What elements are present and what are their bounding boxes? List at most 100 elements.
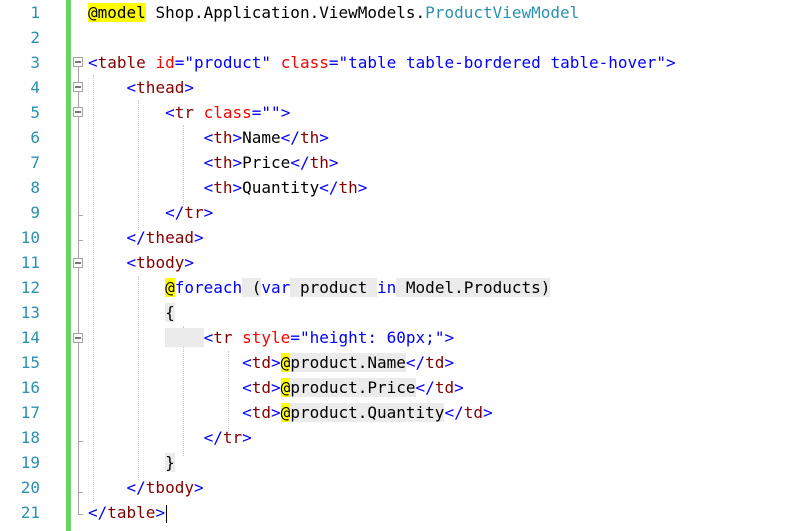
text-token (233, 328, 243, 347)
delimiter-token: < (203, 178, 214, 197)
line-number: 7 (30, 153, 40, 172)
code-line[interactable]: <th>Quantity</th> (88, 175, 368, 200)
text-caret (166, 504, 168, 523)
tag-name-token: td (251, 353, 272, 372)
tag-name-token: table (97, 53, 146, 72)
collapse-tbody-icon[interactable] (73, 258, 83, 268)
change-tracking-bar (66, 0, 71, 531)
delimiter-token: < (126, 78, 137, 97)
string-token: "table table-bordered table-hover" (338, 53, 667, 72)
text-token (146, 53, 156, 72)
code-line[interactable]: @foreach (var product in Model.Products) (88, 275, 551, 300)
line-number: 16 (20, 378, 40, 397)
delimiter-token: > (232, 178, 243, 197)
delimiter-token: > (454, 378, 464, 397)
indent-guide (93, 75, 94, 503)
collapse-tr-icon[interactable] (73, 107, 83, 117)
line-number: 17 (20, 403, 40, 422)
code-line[interactable]: </table> (88, 500, 168, 525)
code-line[interactable]: </tr> (88, 200, 213, 225)
delimiter-token: < (165, 103, 175, 122)
fold-end-tr-row (78, 441, 83, 442)
csharp-token: ( (242, 278, 262, 297)
indent-guide (138, 276, 139, 480)
collapse-tr-row-icon[interactable] (73, 333, 83, 343)
text-token (88, 428, 204, 447)
collapse-thead-icon[interactable] (73, 82, 83, 92)
text-token (88, 403, 242, 422)
delimiter-token: > (184, 253, 194, 272)
razor-symbol: @ (165, 278, 175, 297)
indent-guide (138, 100, 139, 230)
string-token: "" (261, 103, 281, 122)
text-token (88, 203, 165, 222)
tag-name-token: tr (222, 428, 243, 447)
keyword-token: var (261, 278, 291, 297)
delimiter-token: < (126, 253, 137, 272)
type-token: ProductViewModel (425, 3, 580, 22)
razor-symbol: @ (280, 353, 291, 372)
collapse-table-icon[interactable] (73, 57, 83, 67)
text-token: Name (242, 128, 281, 147)
tag-name-token: tbody (136, 253, 185, 272)
code-line[interactable]: } (88, 450, 175, 475)
code-line[interactable]: </tbody> (88, 475, 204, 500)
delimiter-token: > (666, 53, 676, 72)
tag-name-token: table (107, 503, 156, 522)
code-line[interactable]: <td>@product.Name</td> (88, 350, 454, 375)
line-number: 1 (30, 3, 40, 22)
line-number: 18 (20, 428, 40, 447)
code-line[interactable]: <thead> (88, 75, 194, 100)
tag-name-token: thead (145, 228, 194, 247)
indent-guide (228, 351, 229, 431)
delimiter-token: </ (126, 478, 146, 497)
line-number: 5 (30, 103, 40, 122)
code-line[interactable]: <tr class=""> (88, 100, 290, 125)
delimiter-token: > (155, 503, 166, 522)
code-line[interactable]: <table id="product" class="table table-b… (88, 50, 676, 75)
code-line[interactable]: <tbody> (88, 250, 194, 275)
text-token: Price (242, 153, 291, 172)
text-token (88, 378, 242, 397)
line-number: 20 (20, 478, 40, 497)
code-line[interactable]: @model Shop.Application.ViewModels.Produ… (88, 0, 579, 25)
csharp-token: Model.Products) (396, 278, 551, 297)
fold-end-tr (78, 215, 83, 216)
delimiter-token: </ (88, 503, 108, 522)
code-line[interactable]: { (88, 300, 175, 325)
delimiter-token: > (328, 153, 339, 172)
text-token (88, 78, 127, 97)
delimiter-token: > (482, 403, 493, 422)
csharp-token: product (290, 278, 378, 297)
code-line[interactable]: <td>@product.Quantity</td> (88, 400, 493, 425)
csharp-token: product.Price (290, 378, 416, 397)
text-token (88, 353, 242, 372)
code-line[interactable]: </thead> (88, 225, 204, 250)
line-number: 6 (30, 128, 40, 147)
delimiter-token: > (232, 128, 243, 147)
code-line[interactable]: <th>Name</th> (88, 125, 329, 150)
csharp-token: } (165, 453, 175, 472)
delimiter-token: = (251, 103, 262, 122)
code-line[interactable]: </tr> (88, 425, 252, 450)
text-token (88, 103, 165, 122)
line-number: 4 (30, 78, 40, 97)
delimiter-token: = (174, 53, 185, 72)
code-line[interactable]: <tr style="height: 60px;"> (88, 325, 454, 350)
code-line[interactable]: <td>@product.Price</td> (88, 375, 464, 400)
tag-name-token: th (213, 178, 233, 197)
text-token (88, 478, 127, 497)
delimiter-token: < (203, 328, 214, 347)
razor-symbol: @ (280, 403, 291, 422)
code-line[interactable]: <th>Price</th> (88, 150, 339, 175)
line-number: 9 (30, 203, 40, 222)
delimiter-token: < (203, 128, 214, 147)
delimiter-token: < (242, 378, 252, 397)
line-number: 13 (20, 303, 40, 322)
line-number: 3 (30, 53, 40, 72)
delimiter-token: > (271, 403, 281, 422)
delimiter-token: > (193, 228, 204, 247)
razor-symbol: @ (280, 378, 291, 397)
delimiter-token: > (271, 353, 281, 372)
